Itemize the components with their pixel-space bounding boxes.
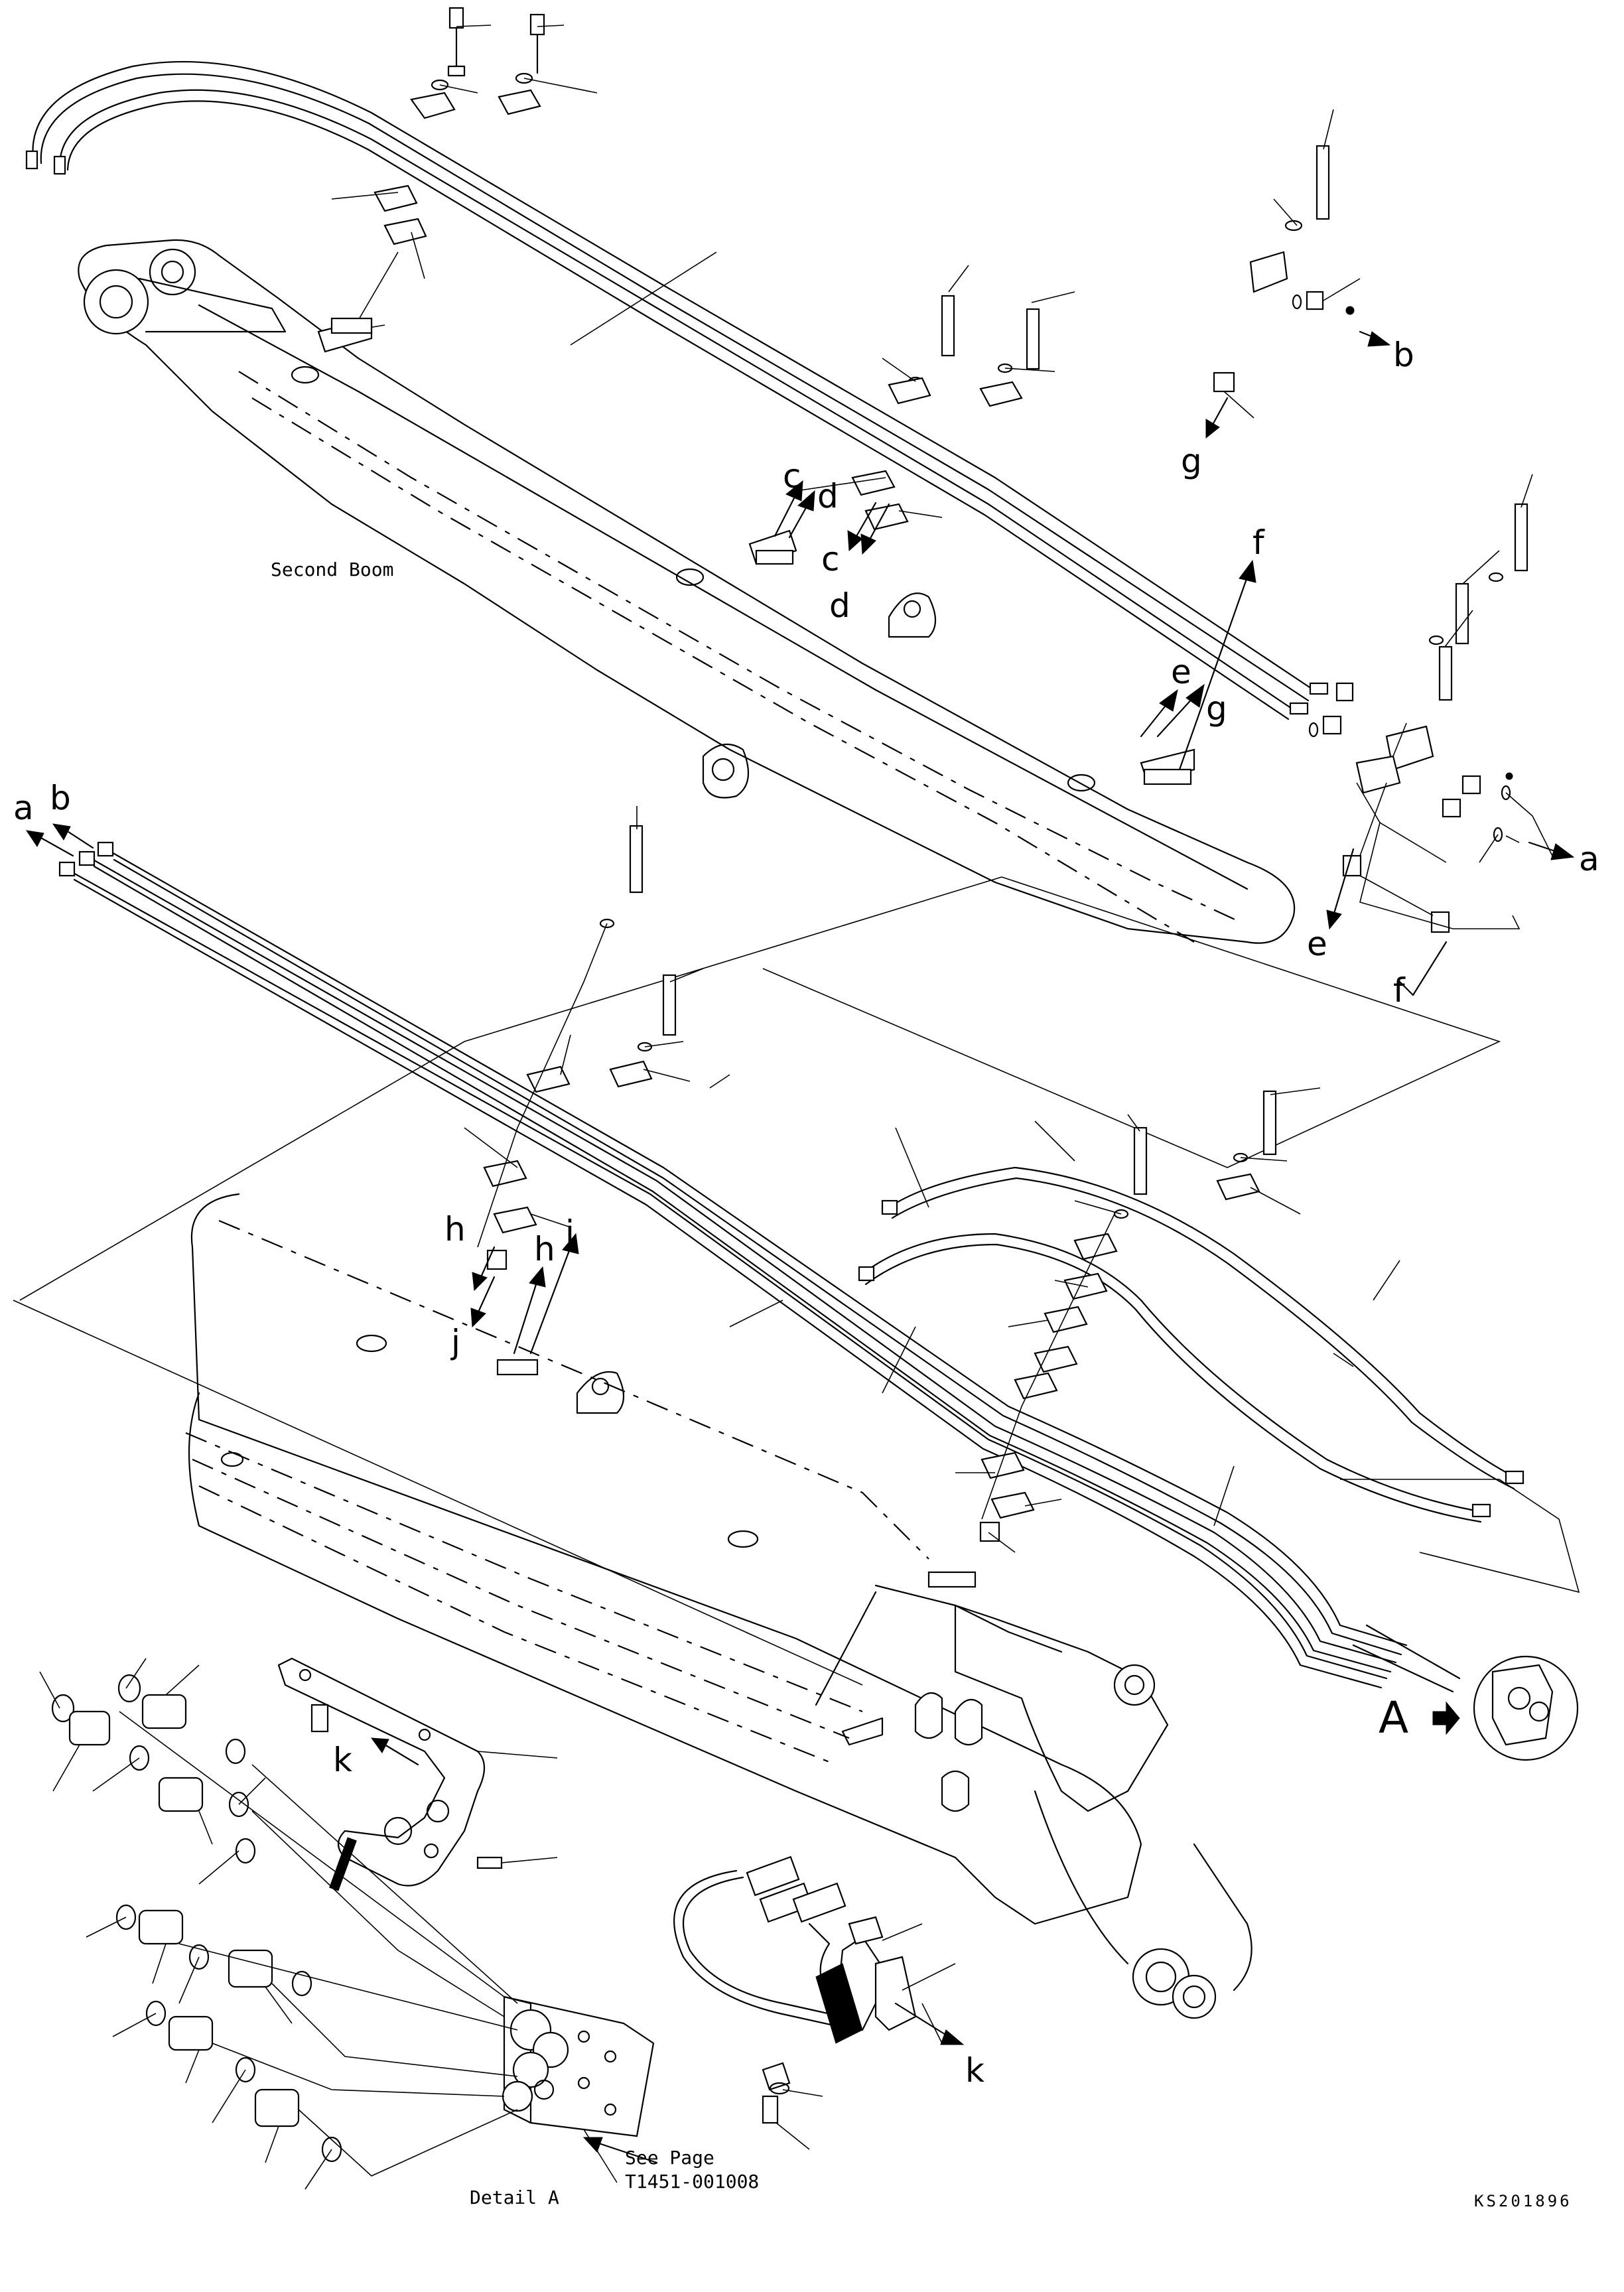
second-boom-body [78, 239, 1296, 944]
label-a-right: a [1579, 840, 1599, 878]
first-boom-body [13, 876, 1580, 2019]
label-d-upper-2: d [829, 586, 850, 625]
label-k-harness: k [965, 2051, 984, 2090]
second-boom-hoses [25, 61, 1329, 720]
label-a-left: a [13, 789, 34, 827]
label-d-upper-1: d [817, 477, 839, 515]
label-g-upper: g [1206, 689, 1227, 728]
part-leader-lines [570, 251, 1400, 1526]
clamp-assembly-upper-left [330, 7, 598, 334]
label-b-right: b [1393, 336, 1414, 374]
fitting-cluster-right [1143, 474, 1553, 933]
detail-a-callout [1352, 1624, 1579, 1761]
label-f-lower: f [1393, 971, 1406, 1010]
label-f-upper: f [1252, 523, 1265, 562]
second-boom-caption: Second Boom [271, 559, 393, 580]
label-e-upper: e [1171, 653, 1191, 691]
label-c-upper-1: c [783, 457, 801, 496]
see-page-caption: See Page [625, 2147, 714, 2169]
label-g-right: g [1181, 442, 1202, 480]
label-h-left: h [444, 1210, 466, 1248]
label-e-lower: e [1307, 925, 1327, 963]
valve-block-upper-right [1213, 109, 1361, 419]
connection-arrows [25, 330, 1575, 2164]
label-k-bracket: k [333, 1741, 352, 1779]
clamp-assembly-upper-middle [755, 265, 1075, 565]
drawing-id: KS201896 [1474, 2192, 1572, 2210]
detail-a-assembly [39, 1657, 655, 2190]
label-h-right: h [534, 1230, 555, 1268]
first-boom-hoses [58, 841, 1524, 1689]
clamp-assembly-lower-right [955, 1087, 1321, 1553]
page-reference: T1451-001008 [625, 2171, 759, 2192]
connector-harness [673, 1855, 956, 2150]
detail-a-marker: A [1379, 1692, 1408, 1743]
clamp-assembly-lower-left [464, 806, 704, 1270]
label-j-lower: j [450, 1323, 460, 1361]
detail-a-caption: Detail A [470, 2187, 559, 2208]
label-b-left: b [50, 779, 71, 817]
label-c-upper-2: c [821, 540, 840, 578]
label-j-upper: j [565, 1213, 575, 1252]
